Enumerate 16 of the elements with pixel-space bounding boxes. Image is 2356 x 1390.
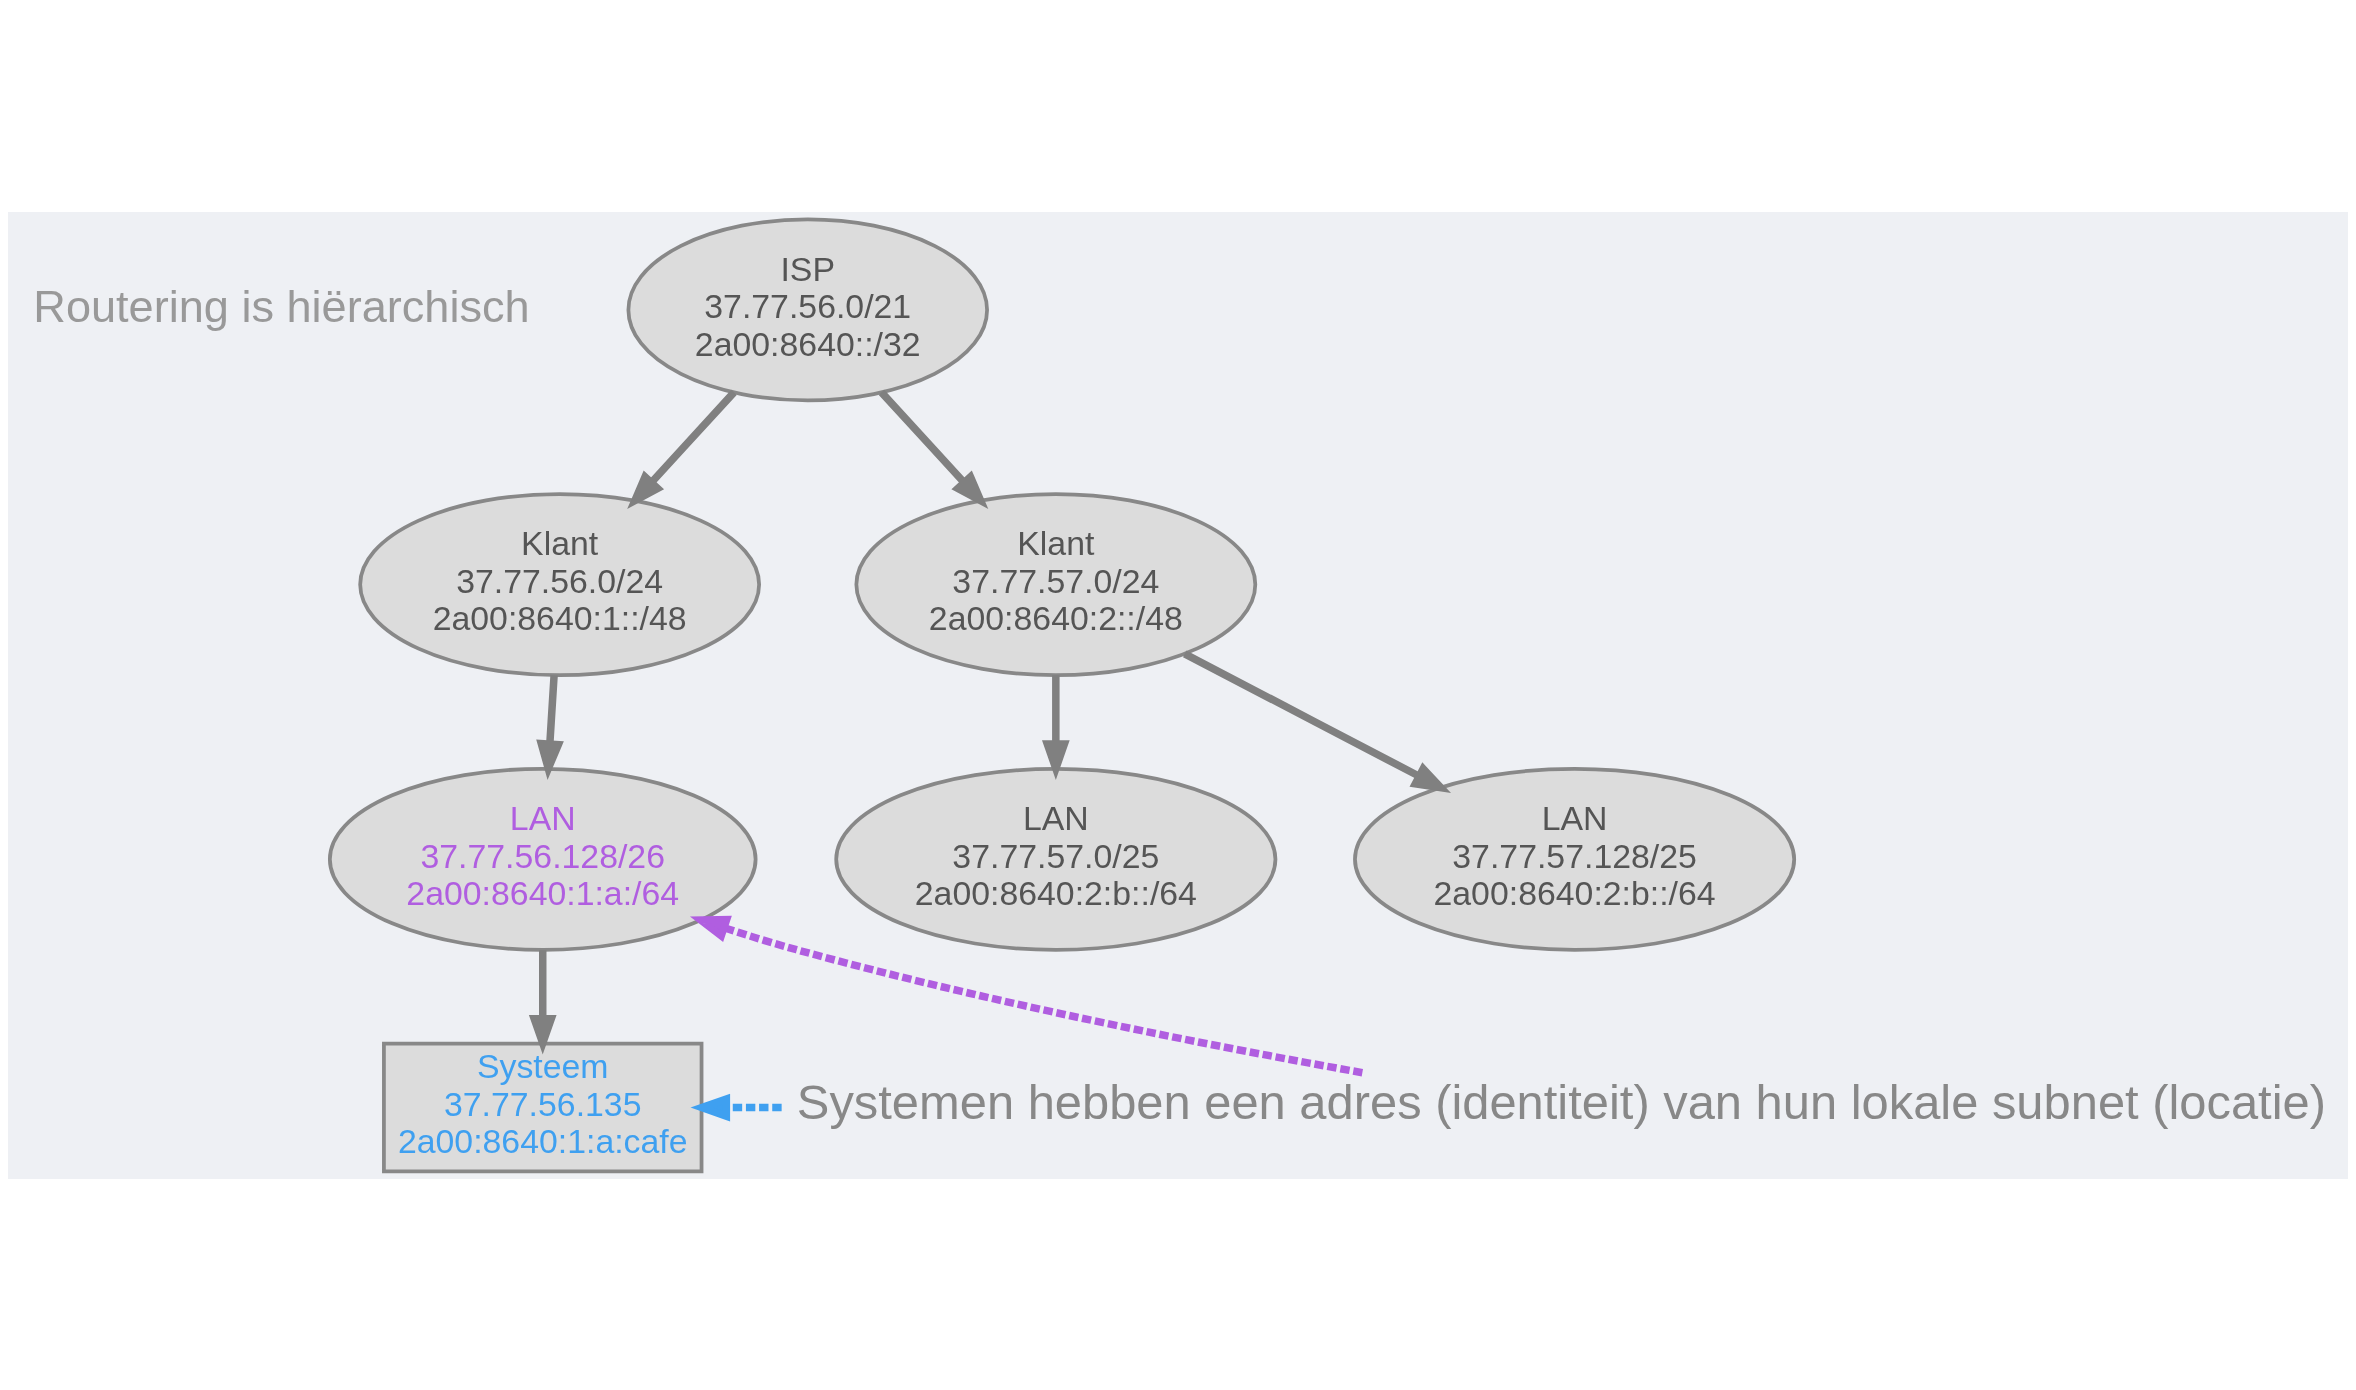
arrow xyxy=(1042,674,1070,780)
arrow xyxy=(528,949,557,1055)
node-ellipse: Klant 37.77.56.0/24 2a00:8640:1::/48 xyxy=(358,491,761,677)
node-ellipse: LAN 37.77.57.0/25 2a00:8640:2:b::/64 xyxy=(834,766,1278,952)
arrow xyxy=(878,389,989,509)
arrow xyxy=(1183,650,1451,793)
arrow xyxy=(689,915,1364,1076)
node-text: Systemen hebben een adres (identiteit) van hun lokale subnet (locatie) xyxy=(796,1074,2326,1129)
node-ellipse: ISP 37.77.56.0/21 2a00:8640::/32 xyxy=(626,216,989,402)
node-box: Systeem 37.77.56.135 2a00:8640:1:a:cafe xyxy=(382,1041,704,1173)
node-ellipse: LAN 37.77.56.128/26 2a00:8640:1:a:/64 xyxy=(327,766,758,952)
node-ellipse: LAN 37.77.57.128/25 2a00:8640:2:b::/64 xyxy=(1353,766,1797,952)
label: Routering is hiërarchisch xyxy=(33,280,530,332)
arrow xyxy=(536,674,564,780)
arrow xyxy=(627,389,737,509)
node-ellipse: Klant 37.77.57.0/24 2a00:8640:2::/48 xyxy=(854,491,1258,677)
